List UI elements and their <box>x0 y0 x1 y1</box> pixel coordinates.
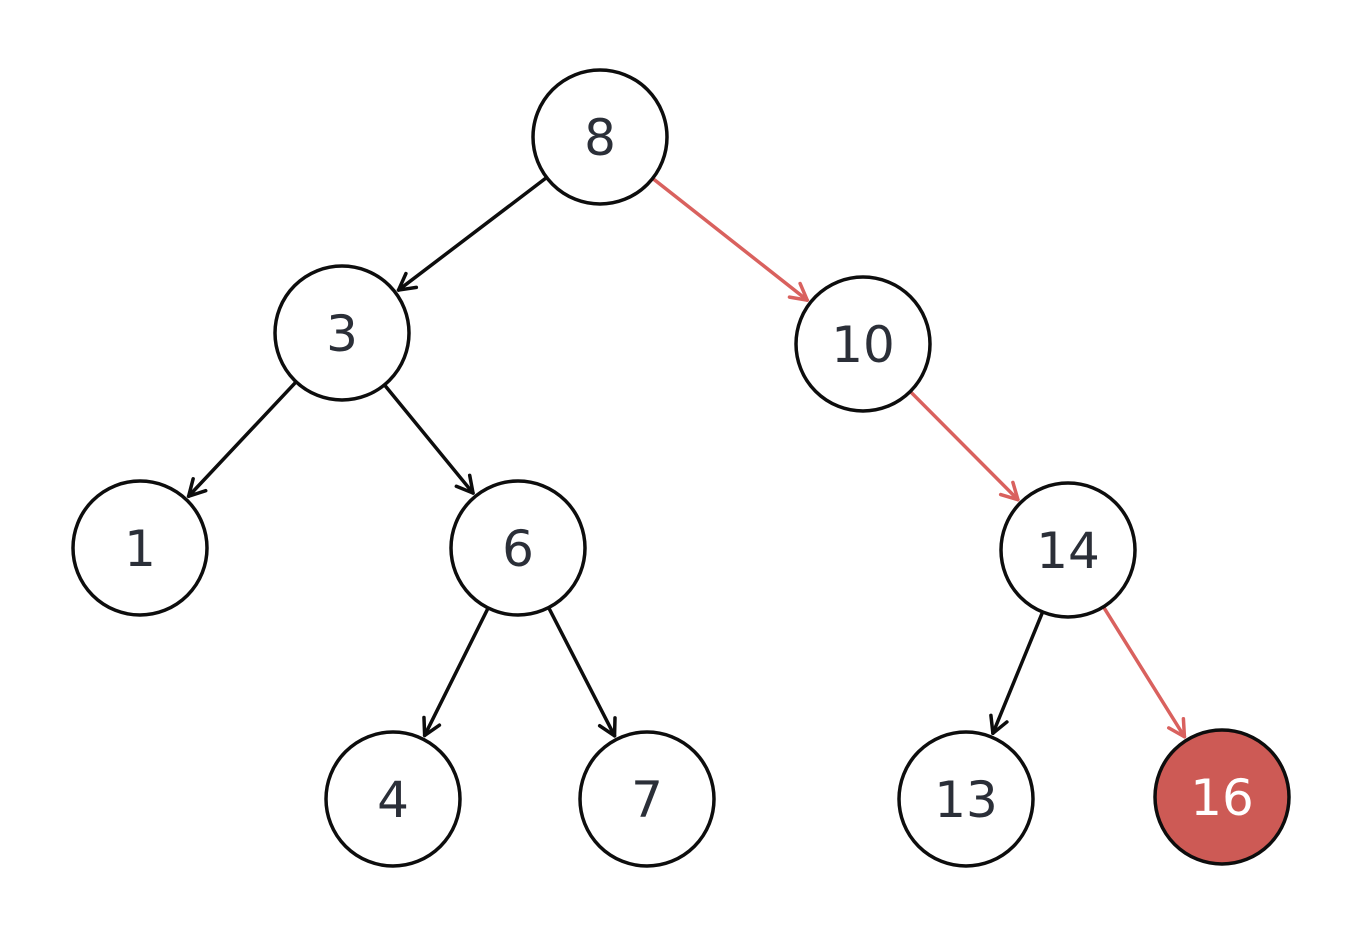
node-value-label: 7 <box>631 771 663 829</box>
edge-14-to-16-search-path <box>1102 605 1187 739</box>
edge-8-to-10-search-path <box>651 177 809 302</box>
arrowhead-icon <box>396 271 419 292</box>
edge-14-to-13 <box>989 611 1044 736</box>
tree-node-6: 6 <box>449 479 587 617</box>
node-value-label: 3 <box>326 305 358 363</box>
arrowhead-icon <box>454 473 475 495</box>
arrowhead-icon <box>1167 717 1187 739</box>
edge-3-to-6 <box>383 383 475 495</box>
tree-node-1: 1 <box>71 479 209 617</box>
node-value-label: 13 <box>934 771 998 829</box>
arrowhead-icon <box>787 281 809 302</box>
tree-node-10: 10 <box>794 275 932 413</box>
edge-8-to-3 <box>396 176 548 292</box>
tree-node-8: 8 <box>531 68 669 206</box>
node-value-label: 10 <box>831 316 895 374</box>
node-circle <box>999 481 1137 619</box>
node-circle <box>273 264 411 402</box>
tree-node-13: 13 <box>897 730 1035 868</box>
node-value-label: 6 <box>502 520 534 578</box>
arrowhead-icon <box>998 480 1020 502</box>
node-value-label: 1 <box>124 520 156 578</box>
tree-node-14: 14 <box>999 481 1137 619</box>
node-circle <box>71 479 209 617</box>
node-circle <box>324 730 462 868</box>
node-circle <box>531 68 669 206</box>
edge-6-to-4 <box>422 607 490 738</box>
node-value-label: 8 <box>584 109 616 167</box>
arrowhead-icon <box>989 713 1009 736</box>
edge-6-to-7 <box>547 606 617 738</box>
tree-node-16-highlighted: 16 <box>1153 728 1291 866</box>
node-circle <box>449 479 587 617</box>
node-value-label: 16 <box>1190 769 1254 827</box>
edge-3-to-1 <box>186 380 298 499</box>
node-value-label: 4 <box>377 771 409 829</box>
node-value-label: 14 <box>1036 522 1100 580</box>
edge-10-to-14-search-path <box>909 390 1020 502</box>
arrowhead-icon <box>422 715 442 738</box>
arrowhead-icon <box>186 477 208 499</box>
tree-node-7: 7 <box>578 730 716 868</box>
tree-node-4: 4 <box>324 730 462 868</box>
arrowhead-icon <box>597 716 617 738</box>
node-circle <box>578 730 716 868</box>
tree-node-3: 3 <box>273 264 411 402</box>
node-circle <box>1153 728 1291 866</box>
node-circle <box>794 275 932 413</box>
node-circle <box>897 730 1035 868</box>
